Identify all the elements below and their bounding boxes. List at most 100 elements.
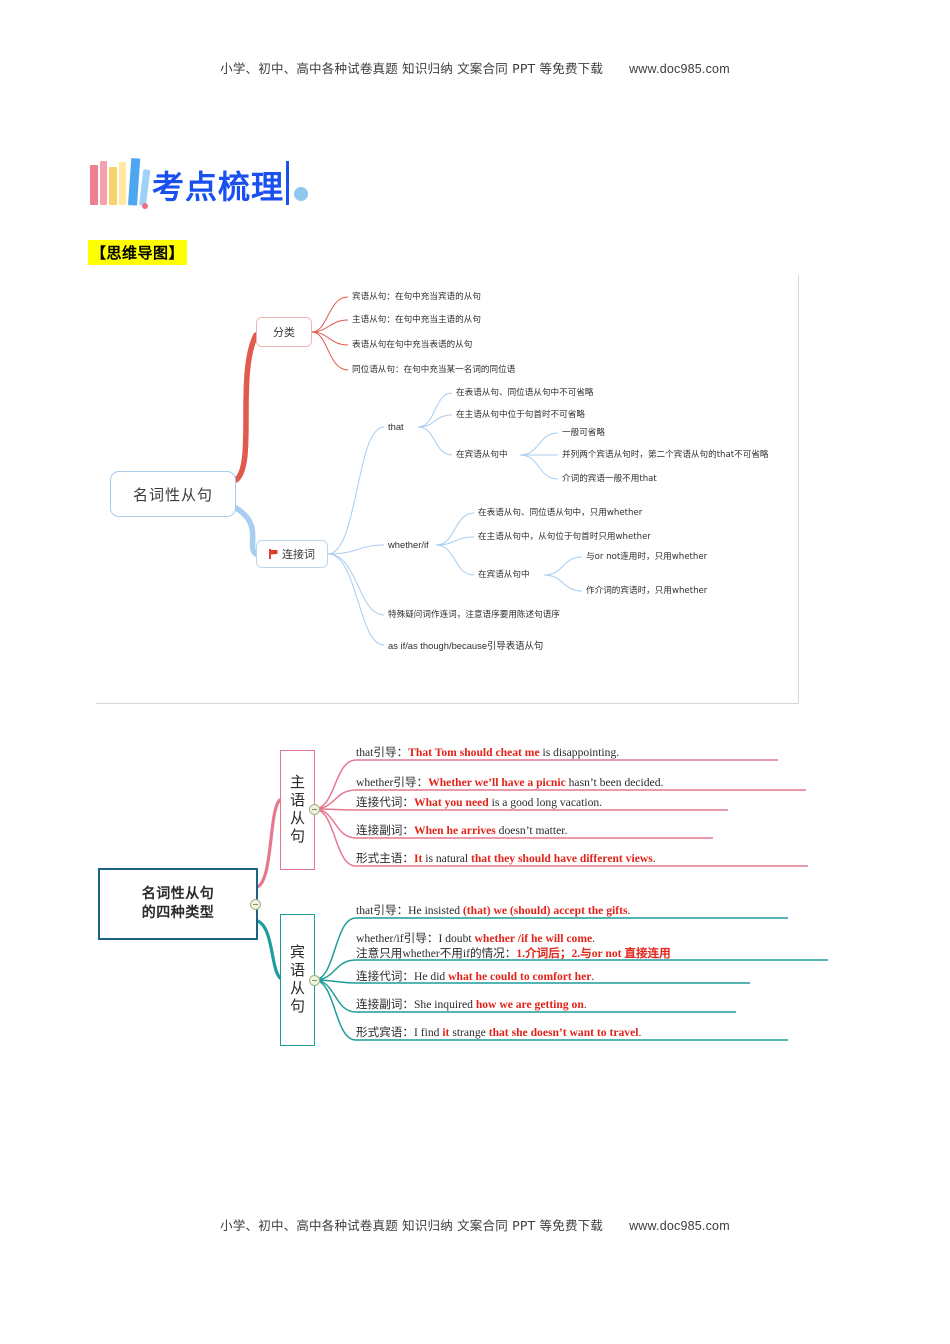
example-object-0-post: . — [627, 904, 631, 917]
leaf-classification-2: 表语从句在句中充当表语的从句 — [352, 340, 473, 350]
example-subject-0-label: that引导： — [356, 746, 409, 759]
header-website-url: www.doc985.com — [629, 62, 730, 76]
example-object-0-bold: (that) we (should) accept the gifts — [462, 904, 628, 917]
example-object-0-label: that引导： — [356, 904, 409, 917]
example-object-4: 形式宾语：I find it strange that she doesn’t … — [356, 1025, 641, 1040]
mindmap2-root-node: 名词性从句 的四种类型 — [98, 868, 258, 940]
mindmap1-branch-conjunction: 连接词 — [256, 540, 328, 568]
leaf-whetherif-object-0: 与or not连用时，只用whether — [586, 552, 708, 562]
example-subject-0-bold: That Tom should cheat me — [408, 746, 540, 759]
leaf-whetherif-0: 在表语从句、同位语从句中，只用whether — [478, 508, 643, 518]
example-subject-4: 形式主语：It is natural that they should have… — [356, 851, 656, 866]
leaf-whetherif-object-1: 作介词的宾语时，只用whether — [586, 586, 708, 596]
example-object-4-bold: it — [442, 1026, 450, 1039]
example-object-4-post2: . — [638, 1026, 642, 1039]
example-subject-1-bold: Whether we’ll have a picnic — [428, 776, 566, 789]
leaf-that-object-clause-label: 在宾语从句中 — [456, 450, 508, 460]
leaf-that-0: 在表语从句、同位语从句中不可省略 — [456, 388, 594, 398]
header-promo-text: 小学、初中、高中各种试卷真题 知识归纳 文案合同 PPT 等免费下载 — [220, 61, 604, 76]
page-header-banner: 小学、初中、高中各种试卷真题 知识归纳 文案合同 PPT 等免费下载 www.do… — [0, 58, 950, 77]
example-object-2: 连接代词：He did what he could to comfort her… — [356, 969, 594, 984]
example-subject-3-bold: When he arrives — [413, 824, 496, 837]
mindmap-noun-clause: 名词性从句 分类 连接词 宾语从句：在句中充当宾语的从句 主语从句：在句中充当主… — [96, 275, 799, 704]
example-subject-4-bold: It — [413, 852, 423, 865]
example-object-3-pre: She inquired — [413, 998, 476, 1011]
example-object-4-pre: I find — [413, 1026, 443, 1039]
example-subject-4-post: is natural — [422, 852, 471, 865]
leaf-classification-1: 主语从句：在句中充当主语的从句 — [352, 315, 481, 325]
example-subject-1-post: hasn’t been decided. — [565, 776, 664, 789]
footer-promo-text: 小学、初中、高中各种试卷真题 知识归纳 文案合同 PPT 等免费下载 — [220, 1218, 604, 1233]
mindmap1-branch-classification: 分类 — [256, 317, 312, 347]
logo-title: 考点梳理 — [152, 168, 285, 206]
example-object-4-bold2: that she doesn’t want to travel — [488, 1026, 639, 1039]
mindmap2-connectors — [252, 759, 828, 1041]
kaodianshuli-logo: 考点梳理 — [90, 145, 309, 209]
leaf-classification-3: 同位语从句：在句中充当某一名词的同位语 — [352, 365, 516, 375]
example-object-4-post: strange — [449, 1026, 489, 1039]
leaf-that-1: 在主语从句中位于句首时不可省略 — [456, 410, 585, 420]
pink-dot-icon — [142, 203, 148, 209]
mindmap2-root-line2: 的四种类型 — [141, 905, 215, 921]
collapse-knob-object[interactable] — [309, 975, 320, 986]
collapse-knob-subject[interactable] — [309, 804, 320, 815]
example-subject-2-bold: What you need — [413, 796, 489, 809]
example-object-0-pre: He insisted — [408, 904, 463, 917]
example-subject-4-label: 形式主语： — [356, 852, 414, 865]
example-subject-0-post: is disappointing. — [539, 746, 620, 759]
red-flag-icon — [269, 549, 278, 559]
example-object-2-label: 连接代词： — [356, 970, 414, 983]
example-subject-1-label: whether引导： — [356, 776, 429, 789]
mindmap1-connectors — [233, 296, 583, 646]
example-subject-3-post: doesn’t matter. — [495, 824, 568, 837]
example-object-3: 连接副词：She inquired how we are getting on. — [356, 997, 587, 1012]
leaf-that-object-2: 介词的宾语一般不用that — [562, 474, 657, 484]
example-object-1: whether/if引导：I doubt whether /if he will… — [356, 931, 671, 962]
example-object-1-note-bold: 1.介词后；2.与or not 直接连用 — [516, 947, 671, 961]
mindmap2-node-object-clause: 宾语从句 — [280, 914, 315, 1046]
example-subject-2-post: is a good long vacation. — [488, 796, 603, 809]
example-object-3-post: . — [583, 998, 587, 1011]
example-object-1-post: . — [592, 932, 596, 945]
example-object-1-note-label: 注意只用whether不用if的情况： — [356, 947, 517, 961]
leaf-whetherif-label: whether/if — [388, 539, 429, 550]
section-title-mindmap: 【思维导图】 — [88, 240, 188, 265]
leaf-whetherif-1: 在主语从句中，从句位于句首时只用whether — [478, 532, 651, 542]
leaf-extra-0: 特殊疑问词作连词，注意语序要用陈述句语序 — [388, 610, 560, 620]
example-object-2-post: . — [591, 970, 595, 983]
example-object-3-bold: how we are getting on — [475, 998, 584, 1011]
leaf-whetherif-object-clause-label: 在宾语从句中 — [478, 570, 530, 580]
example-object-1-bold: whether /if he will come — [474, 932, 593, 945]
example-subject-4-post2: . — [652, 852, 656, 865]
example-object-3-label: 连接副词： — [356, 998, 414, 1011]
footer-website-url: www.doc985.com — [629, 1219, 730, 1233]
example-object-4-label: 形式宾语： — [356, 1026, 414, 1039]
example-object-2-bold: what he could to comfort her — [448, 970, 592, 983]
example-subject-3-label: 连接副词： — [356, 824, 414, 837]
books-icon — [90, 153, 151, 209]
page-footer-banner: 小学、初中、高中各种试卷真题 知识归纳 文案合同 PPT 等免费下载 www.do… — [0, 1215, 950, 1234]
example-object-1-pre: I doubt — [438, 932, 475, 945]
mindmap1-branch-conjunction-label: 连接词 — [282, 548, 315, 561]
example-object-2-pre: He did — [413, 970, 449, 983]
collapse-knob-root[interactable] — [250, 899, 261, 910]
leaf-that-object-1: 并列两个宾语从句时，第二个宾语从句的that不可省略 — [562, 450, 769, 460]
leaf-that-object-0: 一般可省略 — [562, 428, 605, 438]
example-subject-3: 连接副词：When he arrives doesn’t matter. — [356, 823, 567, 838]
example-subject-2-label: 连接代词： — [356, 796, 414, 809]
mindmap1-root-node: 名词性从句 — [110, 471, 236, 517]
leaf-that-label: that — [388, 421, 404, 432]
leaf-classification-0: 宾语从句：在句中充当宾语的从句 — [352, 292, 481, 302]
mindmap2-root-line1: 名词性从句 — [141, 886, 215, 903]
logo-accent-bar — [286, 161, 290, 205]
mindmap-four-types: 名词性从句 的四种类型 主语从句 宾语从句 that引导：That Tom sh… — [88, 738, 828, 1083]
example-subject-4-bold2: that they should have different views — [470, 852, 653, 865]
example-object-0: that引导：He insisted (that) we (should) ac… — [356, 903, 630, 918]
logo-circle-icon — [294, 187, 309, 201]
example-subject-0: that引导：That Tom should cheat me is disap… — [356, 745, 619, 760]
leaf-extra-1: as if/as though/because引导表语从句 — [388, 640, 544, 651]
example-object-1-label: whether/if引导： — [356, 932, 439, 945]
example-subject-1: whether引导：Whether we’ll have a picnic ha… — [356, 775, 663, 790]
example-subject-2: 连接代词：What you need is a good long vacati… — [356, 795, 602, 810]
